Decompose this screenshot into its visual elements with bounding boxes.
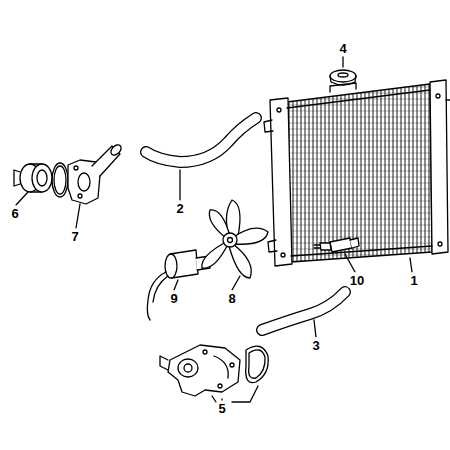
callout-number: 10: [348, 273, 366, 288]
leader-line: [76, 204, 80, 228]
thermostat: [14, 164, 52, 192]
leader-line: [342, 57, 343, 67]
cooling-fan: [202, 200, 268, 278]
leader-line: [16, 192, 28, 205]
callout-number: 6: [9, 206, 20, 221]
callout-number: 7: [69, 229, 80, 244]
pump-gasket: [246, 346, 269, 383]
callout-number: 2: [174, 201, 185, 216]
gasket: [52, 163, 68, 197]
fan-motor: [147, 250, 210, 320]
leader-line: [179, 170, 180, 200]
leader-line: [232, 386, 258, 402]
leader-line: [174, 280, 178, 290]
radiator: [264, 80, 450, 266]
thermostat-housing: [68, 143, 123, 204]
callout-number: 8: [226, 291, 237, 306]
fan-switch-sensor: [314, 238, 359, 252]
water-pump: [160, 345, 240, 396]
radiator-cap: [330, 70, 356, 85]
lower-hose: [262, 292, 345, 330]
leader-line: [232, 276, 240, 290]
callout-number: 5: [216, 401, 227, 416]
gasket: [54, 166, 66, 194]
callout-number: 3: [310, 338, 321, 353]
leader-line: [314, 320, 316, 337]
upper-hose: [146, 118, 256, 162]
callout-number: 9: [168, 291, 179, 306]
callout-number: 1: [408, 273, 419, 288]
leader-line: [345, 254, 355, 272]
callout-number: 4: [337, 41, 348, 56]
leader-line: [410, 258, 412, 272]
